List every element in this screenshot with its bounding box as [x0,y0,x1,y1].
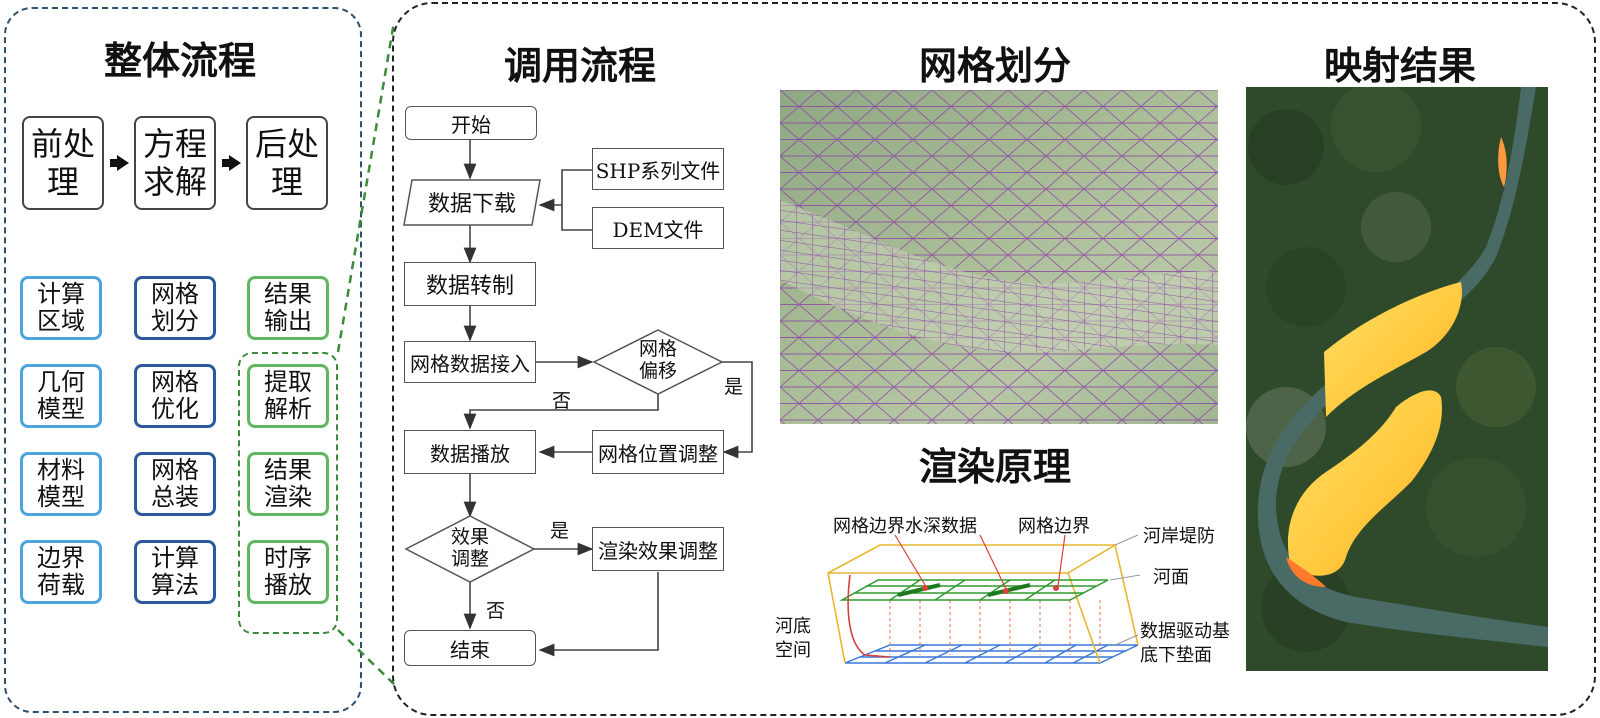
edge-dem-download [562,205,592,230]
convert-node: 数据转制 [404,262,536,306]
mesh-input-node: 网格数据接入 [404,341,536,383]
shp-file-node: SHP系列文件 [592,148,724,190]
label-surface: 河面 [1153,563,1189,589]
mesh-image [780,90,1218,424]
shp-label: SHP系列文件 [596,155,721,184]
offset-no-label: 否 [552,386,571,413]
result-title: 映射结果 [1280,35,1520,90]
playback-label: 数据播放 [430,438,510,467]
offset-yes-label: 是 [724,372,743,399]
river-surface-grid [842,580,1108,600]
position-adjust-node: 网格位置调整 [592,430,724,474]
position-adjust-label: 网格位置调整 [598,438,718,467]
label-bank: 河岸堤防 [1143,522,1215,548]
render-adjust-node: 渲染效果调整 [592,527,724,571]
label-boundary: 网格边界 [1018,512,1090,538]
result-map [1246,87,1548,671]
effect-yes-label: 是 [550,516,569,543]
effect-decision-label: 效果 调整 [430,526,510,574]
render-adjust-label: 渲染效果调整 [598,535,718,564]
dem-label: DEM文件 [612,214,703,243]
end-label: 结束 [450,634,490,663]
label-base-surface: 数据驱动基 底下垫面 [1140,620,1230,668]
download-node: 数据下载 [412,182,532,222]
mesh-input-label: 网格数据接入 [410,348,530,377]
playback-node: 数据播放 [404,430,536,474]
convert-label: 数据转制 [426,268,514,300]
offset-decision-label: 网格 偏移 [618,338,698,386]
mesh-title: 网格划分 [880,35,1110,90]
download-label: 数据下载 [428,186,516,218]
label-bed-space: 河底 空间 [775,615,811,663]
riverbed-curve [848,575,890,657]
effect-no-label: 否 [486,596,505,623]
depth-point [922,585,928,591]
label-pointers [895,535,1065,589]
label-boundary-depth: 网格边界水深数据 [833,512,977,538]
end-node: 结束 [404,630,536,666]
start-node: 开始 [405,106,537,140]
dem-file-node: DEM文件 [592,207,724,249]
edge-render-end [540,572,658,650]
edge-shp-download [540,170,592,205]
start-label: 开始 [451,109,491,138]
render-title: 渲染原理 [880,436,1110,491]
